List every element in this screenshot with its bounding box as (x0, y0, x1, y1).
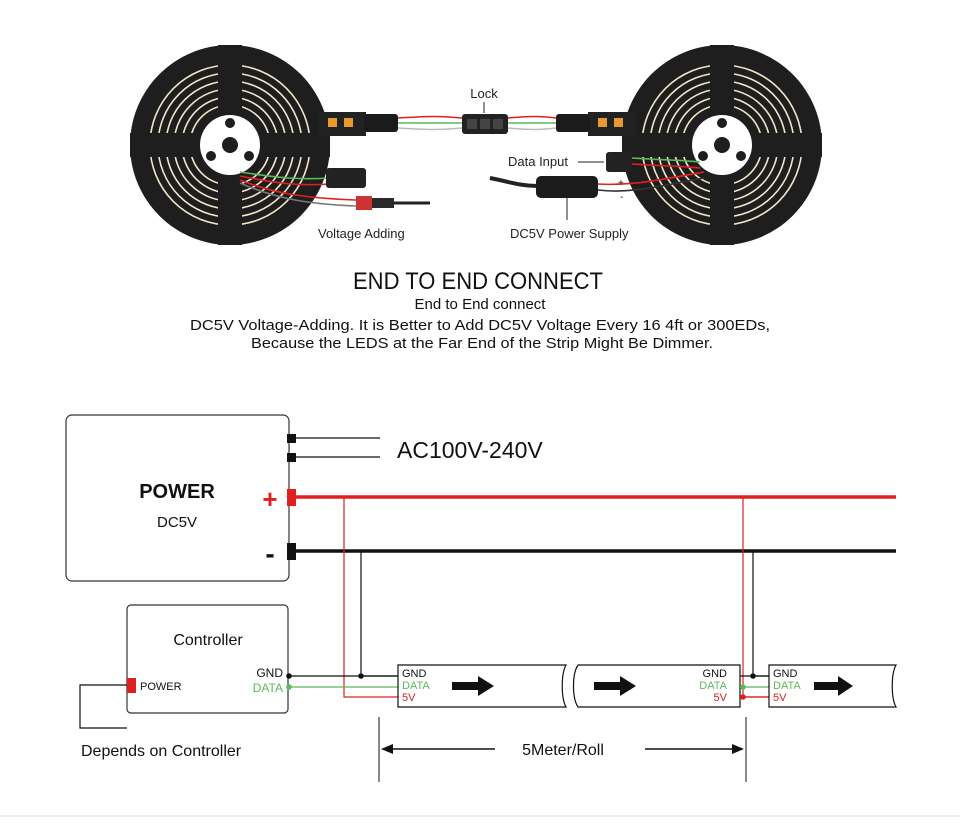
power-voltage: DC5V (157, 514, 197, 531)
strip3-5v: 5V (773, 692, 787, 704)
controller-power-label: POWER (140, 681, 182, 693)
description-line-2: Because the LEDS at the Far End of the S… (251, 335, 713, 352)
top-illustration: Lock Data Input Voltage Adding DC5V Powe… (130, 45, 822, 245)
schematic: POWER DC5V + - AC100V-240V Controller PO… (65, 414, 898, 782)
strip3-gnd: GND (773, 668, 798, 680)
data-output-dot (286, 684, 292, 690)
controller-note: Depends on Controller (81, 743, 242, 760)
gnd-output-dot (286, 673, 292, 679)
page-subtitle: End to End connect (415, 296, 547, 313)
strip1-data: DATA (402, 680, 430, 692)
gnd-junction-1 (358, 673, 364, 679)
power-plus-sign: + (262, 484, 277, 514)
led-reel-right (622, 45, 822, 245)
strip-end-left (318, 112, 398, 136)
supply-plus-label: + (618, 178, 624, 189)
ac-terminal-2 (287, 453, 296, 462)
controller-box (126, 604, 289, 714)
ac-input-label: AC100V-240V (397, 437, 543, 463)
length-label: 5Meter/Roll (522, 742, 604, 759)
top-wires (397, 115, 557, 131)
left-plug (326, 168, 430, 210)
strip2-data: DATA (699, 680, 727, 692)
controller-data-label: DATA (253, 681, 283, 695)
v5-junction (740, 694, 746, 700)
strip3-arrow-icon (814, 676, 853, 696)
strip1-arrow-icon (452, 676, 494, 696)
strip1-5v: 5V (402, 692, 416, 704)
heading: END TO END CONNECT End to End connect DC… (190, 268, 770, 352)
data-junction (740, 684, 746, 690)
ac-terminal-1 (287, 434, 296, 443)
plus-terminal (287, 489, 296, 506)
strip2-gnd: GND (703, 668, 728, 680)
strip-end-right (556, 112, 636, 136)
gnd-junction-2 (750, 673, 756, 679)
controller-power-lead (79, 684, 127, 729)
controller-power-terminal (127, 678, 136, 693)
data-input-label: Data Input (508, 154, 568, 169)
minus-terminal (287, 543, 296, 560)
strip3-data: DATA (773, 680, 801, 692)
length-dimension (378, 717, 747, 782)
power-title: POWER (139, 481, 215, 503)
page-title: END TO END CONNECT (353, 268, 603, 295)
data-input-connector (578, 152, 701, 172)
dc-power-cable (489, 171, 705, 220)
strip1-gnd: GND (402, 668, 427, 680)
led-reel-left (130, 45, 330, 245)
lock-label: Lock (470, 86, 498, 101)
strip2-5v: 5V (714, 692, 728, 704)
voltage-adding-wires (239, 171, 357, 207)
led-strip-segment-2 (572, 664, 741, 708)
jst-connector-lock (462, 114, 508, 134)
controller-gnd-label: GND (256, 666, 283, 680)
power-supply-label: DC5V Power Supply (510, 226, 629, 241)
strip2-arrow-icon (594, 676, 636, 696)
description-line-1: DC5V Voltage-Adding. It is Better to Add… (190, 317, 770, 334)
power-minus-sign: - (265, 538, 274, 569)
voltage-adding-label: Voltage Adding (318, 226, 405, 241)
controller-title: Controller (173, 632, 243, 649)
supply-minus-label: - (620, 192, 623, 203)
